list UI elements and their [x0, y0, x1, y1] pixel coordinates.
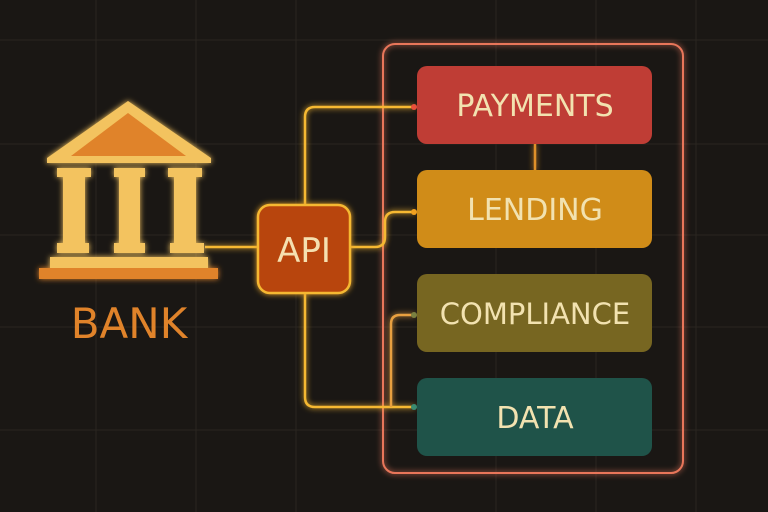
api-label: API [277, 231, 331, 271]
module-payments[interactable]: PAYMENTS [417, 66, 652, 144]
modules-container [382, 43, 684, 474]
connector-dot [411, 404, 417, 410]
module-compliance[interactable]: COMPLIANCE [417, 274, 652, 352]
bank-label: BANK [71, 299, 189, 348]
module-label: COMPLIANCE [440, 297, 630, 331]
module-data[interactable]: DATA [417, 378, 652, 456]
bank-icon [39, 101, 218, 279]
api-payments-connector [303, 105, 415, 205]
connector-dot [411, 209, 417, 215]
api-lending-connector [350, 210, 415, 249]
connector-dot [411, 104, 417, 110]
module-label: PAYMENTS [456, 89, 613, 124]
compliance-connector [389, 313, 415, 407]
module-label: DATA [496, 401, 574, 436]
api-node[interactable]: API [256, 203, 352, 295]
module-lending[interactable]: LENDING [417, 170, 652, 248]
connector-dot [411, 312, 417, 318]
api-data-connector [303, 293, 415, 409]
module-label: LENDING [467, 193, 603, 228]
